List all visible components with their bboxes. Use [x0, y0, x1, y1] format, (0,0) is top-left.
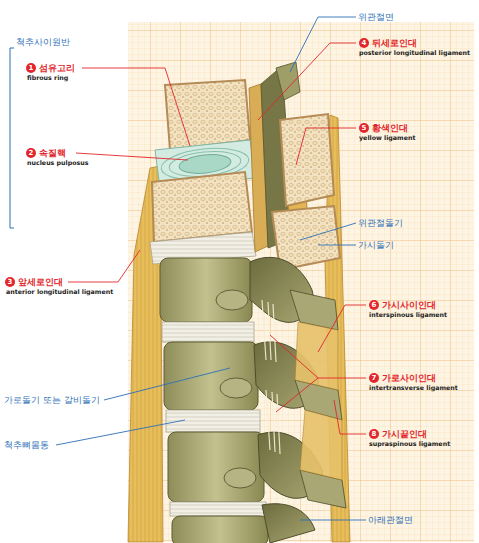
part-label: 위관절돌기: [358, 217, 403, 230]
part-label: 아래관절면: [368, 514, 413, 527]
part-label: 앞세로인대: [18, 276, 63, 289]
part-label: 가로돌기 또는 갈비돌기: [4, 394, 100, 407]
callout-number: 8: [369, 429, 379, 439]
callout-number: 2: [26, 148, 36, 158]
english-term: supraspinous ligament: [369, 440, 450, 447]
callout-number: 3: [5, 277, 15, 287]
english-term: nucleus pulposus: [27, 159, 89, 166]
part-label: 가로사이인대: [382, 372, 436, 385]
group-label: 척추사이원반: [16, 36, 70, 49]
callout-number: 4: [359, 38, 369, 48]
part-label: 황색인대: [372, 122, 408, 135]
callout-number: 7: [369, 373, 379, 383]
part-label: 가시돌기: [358, 239, 394, 252]
part-label: 가시사이인대: [382, 299, 436, 312]
part-label: 가시끝인대: [382, 428, 427, 441]
part-label: 위관절면: [358, 11, 394, 24]
english-term: fibrous ring: [27, 74, 68, 81]
part-label: 척추뼈몸통: [4, 439, 49, 452]
english-term: anterior longitudinal ligament: [6, 288, 113, 295]
part-label: 섬유고리: [39, 62, 75, 75]
callout-number: 5: [359, 123, 369, 133]
english-term: posterior longitudinal ligament: [359, 49, 470, 56]
part-label: 속질핵: [39, 147, 66, 160]
callout-number: 6: [369, 300, 379, 310]
callout-number: 1: [26, 63, 36, 73]
english-term: intertransverse ligament: [369, 384, 458, 391]
english-term: yellow ligament: [359, 134, 415, 141]
part-label: 뒤세로인대: [372, 37, 417, 50]
english-term: interspinous ligament: [369, 311, 447, 318]
